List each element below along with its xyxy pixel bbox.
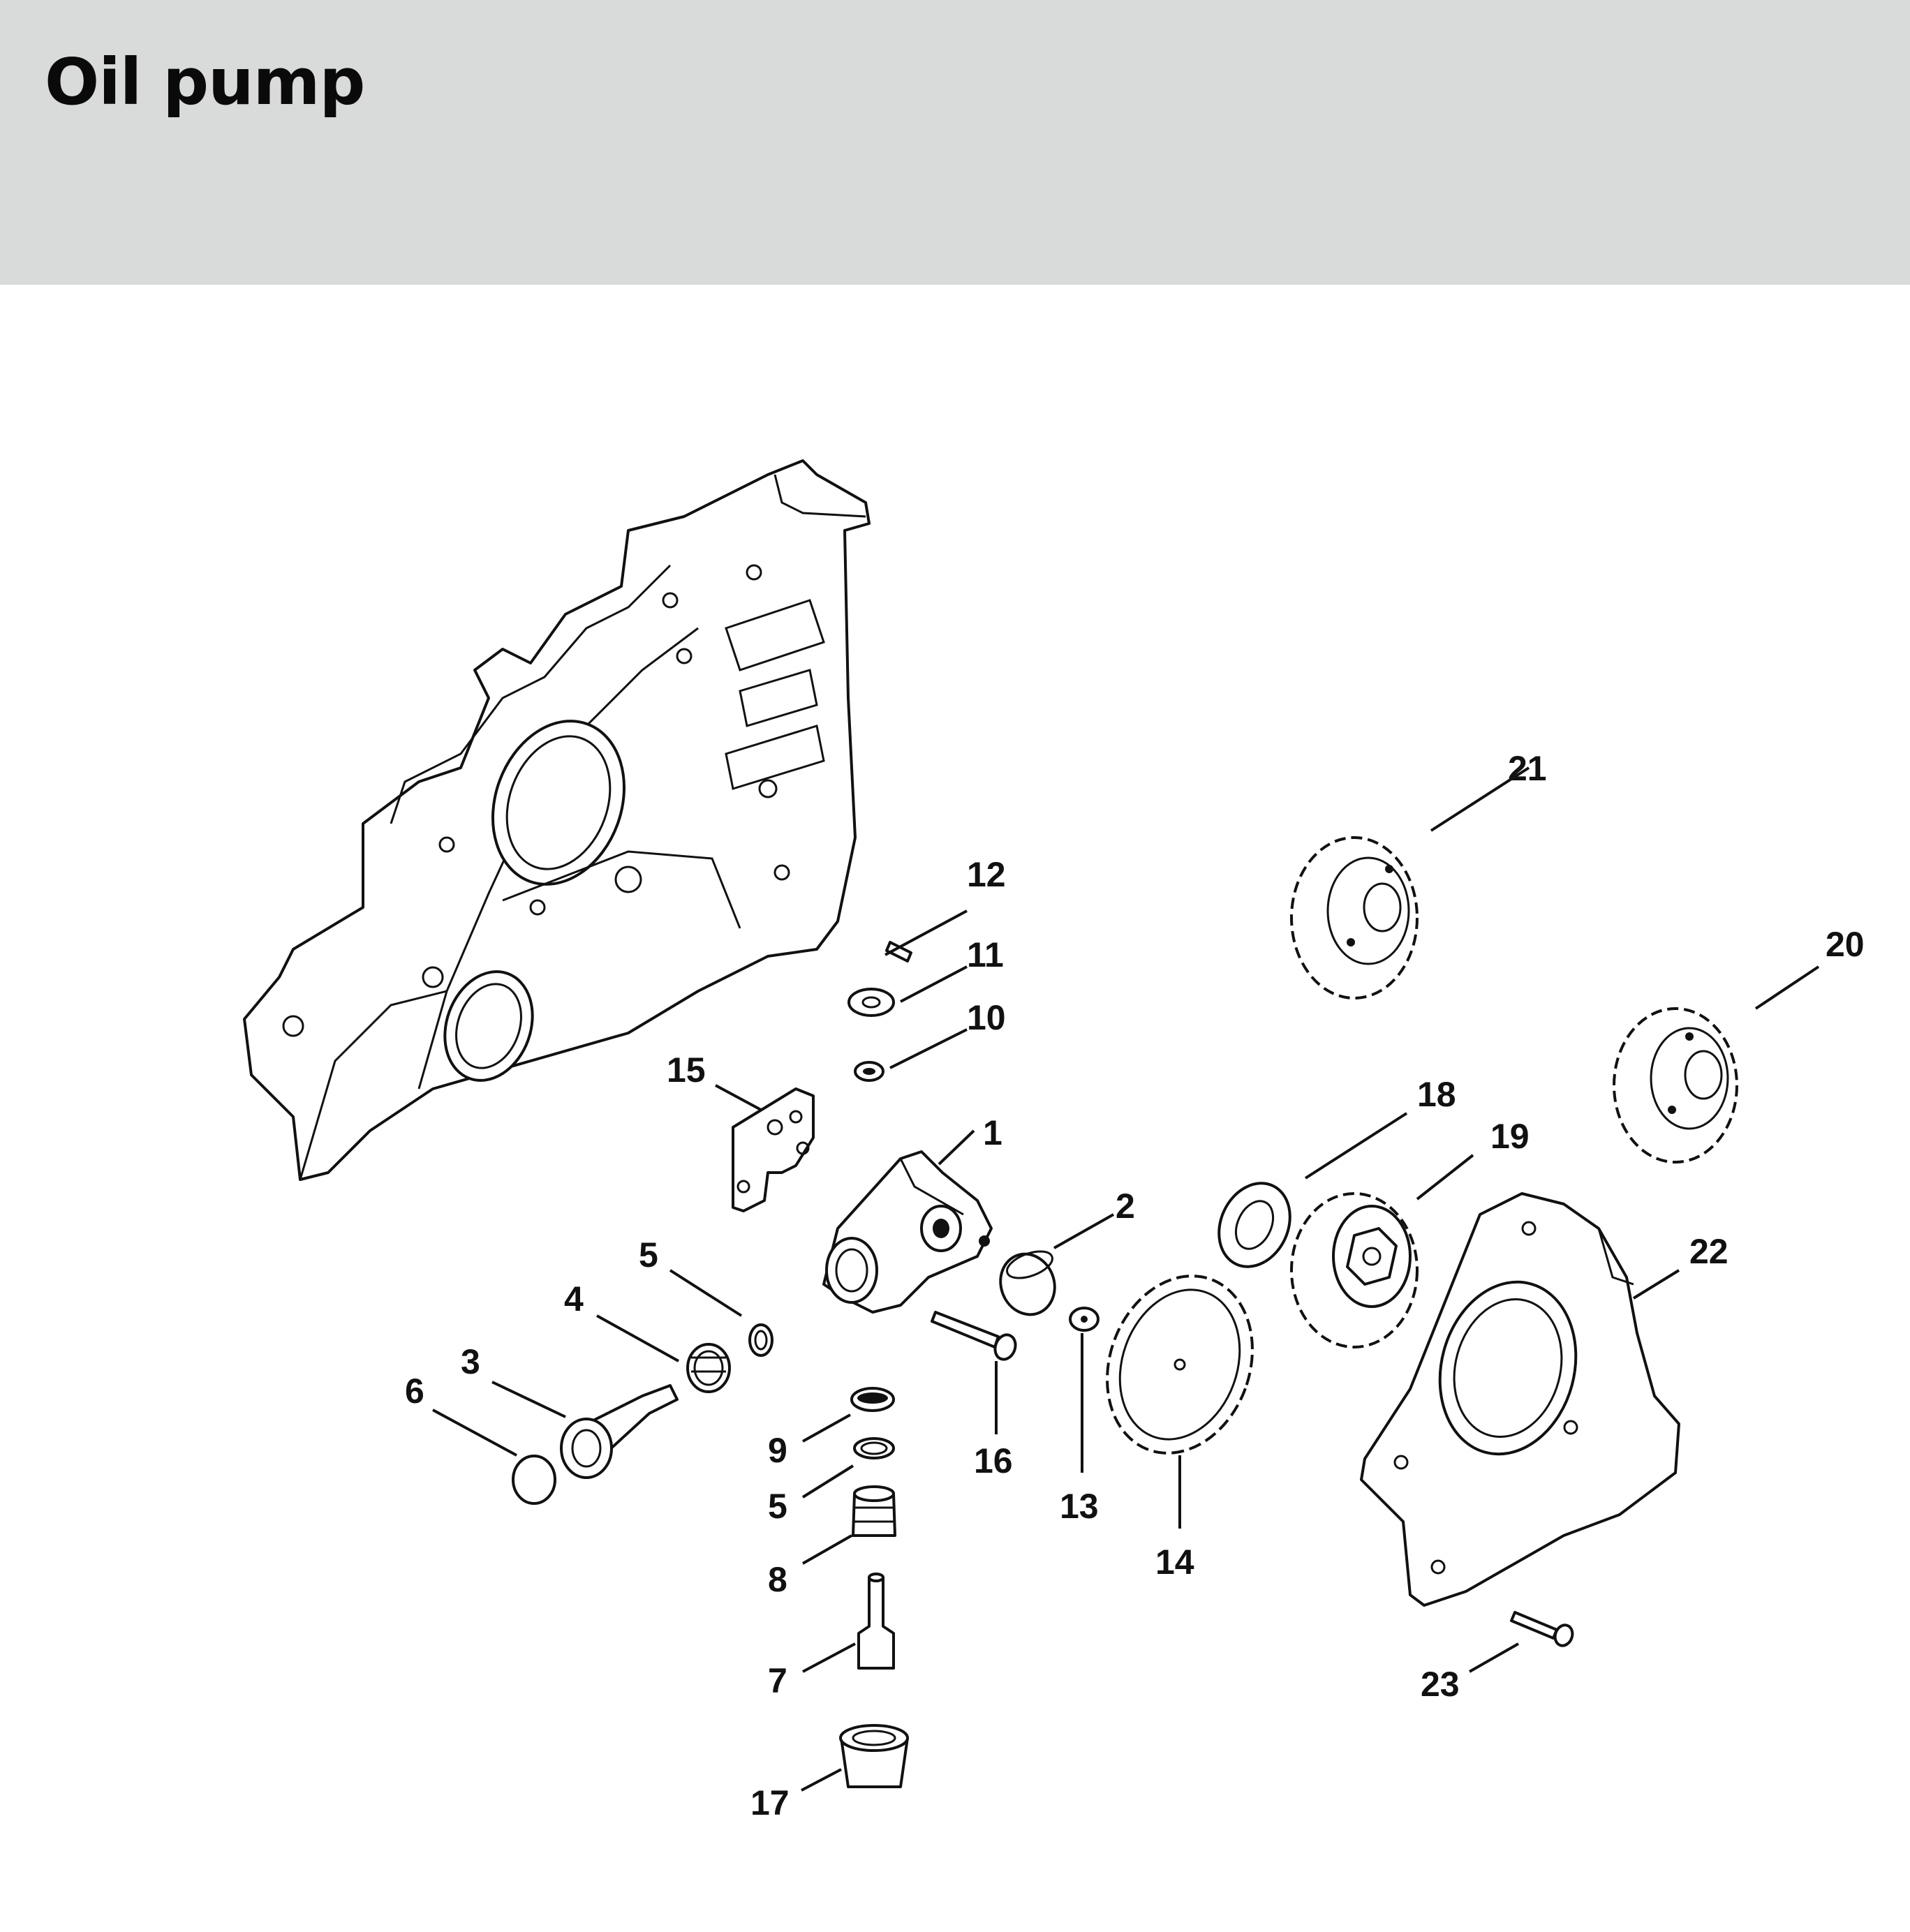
part-7-piston — [857, 1573, 895, 1670]
callout-2: 2 — [1116, 1187, 1135, 1226]
callout-15: 15 — [667, 1050, 706, 1090]
callout-11: 11 — [967, 935, 1004, 974]
part-17-bush — [839, 1724, 909, 1788]
part-15-plate — [732, 1087, 815, 1212]
callout-9: 9 — [768, 1431, 787, 1470]
crankcase-housing — [243, 459, 871, 1181]
callout-10: 10 — [967, 998, 1006, 1037]
part-14-worm-gear — [1106, 1275, 1254, 1455]
callout-5-lower: 5 — [768, 1487, 787, 1526]
callout-7: 7 — [768, 1661, 787, 1700]
part-11-washer — [847, 988, 895, 1017]
callout-14: 14 — [1155, 1543, 1194, 1582]
callout-4: 4 — [564, 1279, 584, 1318]
part-9-ring — [850, 1387, 895, 1412]
callout-21: 21 — [1508, 749, 1547, 788]
part-5-o-ring-lower — [853, 1437, 895, 1459]
callout-22: 22 — [1689, 1232, 1728, 1271]
leader-lines — [432, 766, 1820, 1792]
callout-23: 23 — [1421, 1665, 1460, 1704]
page-title: Oil pump — [45, 45, 365, 119]
callout-13: 13 — [1060, 1487, 1099, 1526]
part-12-pin — [885, 941, 912, 963]
part-23-screw — [1510, 1611, 1574, 1647]
part-3-worm-shaft — [560, 1384, 679, 1479]
callout-6: 6 — [405, 1372, 424, 1411]
part-10-ring — [854, 1061, 884, 1082]
part-18-ring — [1217, 1182, 1291, 1268]
part-21-sprocket — [1290, 836, 1419, 1000]
part-22-cover — [1360, 1192, 1680, 1607]
callout-16: 16 — [974, 1441, 1013, 1480]
part-6-plug — [512, 1455, 556, 1505]
callout-18: 18 — [1417, 1075, 1456, 1114]
part-8-spring — [852, 1485, 896, 1537]
callout-labels: 1 2 3 4 5 5 6 7 8 9 10 11 12 13 14 15 16… — [405, 749, 1865, 1822]
header-bar: Oil pump — [0, 0, 1910, 285]
callout-8: 8 — [768, 1560, 787, 1599]
callout-20: 20 — [1826, 925, 1865, 964]
part-16-screw — [931, 1311, 1017, 1361]
callout-12: 12 — [967, 855, 1006, 894]
callout-17: 17 — [750, 1783, 790, 1822]
part-20-sprocket — [1613, 1007, 1738, 1164]
callout-3: 3 — [461, 1342, 480, 1381]
part-1-pump-body — [822, 1150, 993, 1314]
part-13-washer — [1069, 1307, 1100, 1332]
part-2-sleeve — [999, 1250, 1056, 1316]
part-5-o-ring-upper — [748, 1323, 773, 1357]
part-19-drive-gear — [1290, 1192, 1419, 1348]
callout-1: 1 — [983, 1113, 1002, 1152]
callout-19: 19 — [1490, 1117, 1530, 1156]
callout-5-upper: 5 — [639, 1235, 658, 1275]
part-4-spring — [686, 1343, 731, 1393]
